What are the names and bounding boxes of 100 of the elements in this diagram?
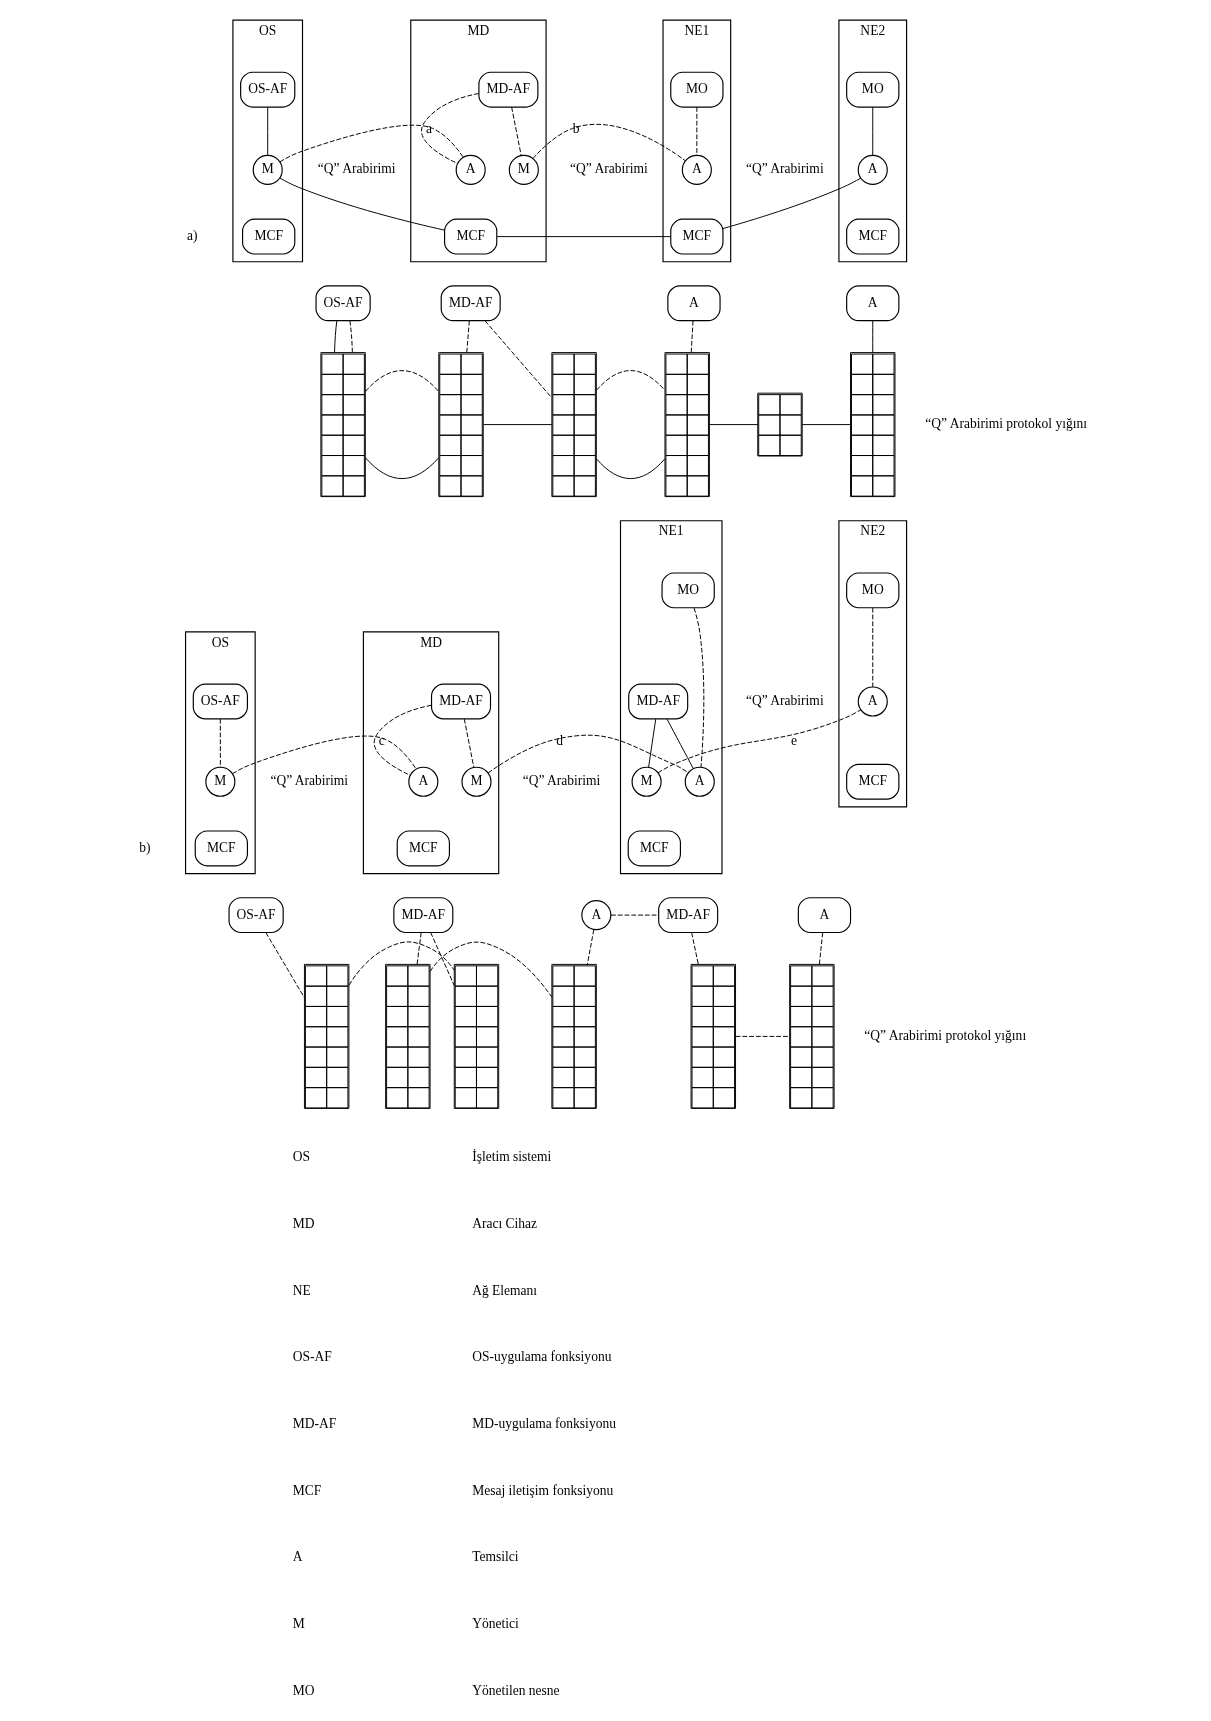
- node-box: A: [797, 897, 851, 934]
- node-box: MD-AF: [477, 71, 538, 108]
- label: OS-uygulama fonksiyonu: [471, 1349, 611, 1365]
- label: Mesaj iletişim fonksiyonu: [471, 1482, 613, 1498]
- connector: [219, 718, 221, 768]
- node-box: MCF: [627, 830, 681, 867]
- node-box: MD-AF: [657, 897, 718, 934]
- node-circle: M: [508, 154, 539, 185]
- label: OS: [292, 1149, 310, 1165]
- label: OS-AF: [292, 1349, 332, 1365]
- connector: [278, 124, 464, 163]
- label: b): [138, 839, 151, 855]
- node-circle: M: [204, 766, 235, 797]
- connector: [487, 734, 689, 774]
- label: Aracı Cihaz: [471, 1215, 537, 1231]
- label: Ağ Elemanı: [471, 1282, 537, 1298]
- label: “Q” Arabirimi: [745, 693, 824, 709]
- connector: [510, 106, 522, 156]
- connector: [693, 607, 704, 768]
- connector: [595, 458, 665, 480]
- connector: [721, 177, 861, 230]
- node-box: MCF: [669, 218, 724, 255]
- node-box: MO: [660, 572, 715, 609]
- node-circle: A: [684, 766, 715, 797]
- label: “Q” Arabirimi: [522, 773, 600, 789]
- connector: [278, 177, 445, 231]
- node-box: MD-AF: [392, 897, 453, 934]
- connector: [484, 320, 552, 398]
- node-box: MD-AF: [627, 683, 688, 720]
- node-box: MO: [669, 71, 724, 108]
- connector: [364, 457, 439, 480]
- connector: [871, 320, 873, 353]
- connector: [482, 424, 552, 426]
- connector: [871, 607, 873, 688]
- node-box: OS-AF: [227, 897, 284, 934]
- connector: [690, 320, 693, 353]
- label: MD-uygulama fonksiyonu: [471, 1416, 616, 1432]
- edge-label: d: [555, 733, 563, 749]
- node-box: MCF: [194, 830, 248, 867]
- connector: [429, 941, 552, 998]
- label: MD-AF: [292, 1416, 336, 1432]
- label: “Q” Arabirimi: [569, 161, 648, 177]
- label: NE: [292, 1282, 311, 1298]
- connector: [647, 718, 656, 768]
- node-circle: M: [252, 154, 283, 185]
- node-box: A: [845, 285, 899, 322]
- node-box: MCF: [845, 218, 899, 255]
- node-box: OS-AF: [314, 285, 371, 322]
- connector: [531, 123, 686, 162]
- node-box: MD-AF: [440, 285, 501, 322]
- node-box: OS-AF: [239, 71, 295, 108]
- connector: [690, 932, 699, 965]
- label: MO: [292, 1682, 315, 1698]
- connector: [818, 932, 823, 965]
- connector: [348, 941, 455, 986]
- connector: [266, 106, 268, 156]
- connector: [333, 320, 337, 353]
- edge-label: b: [572, 121, 579, 137]
- label: “Q” Arabirimi: [317, 161, 395, 177]
- label: MD: [292, 1215, 315, 1231]
- connector: [348, 320, 353, 353]
- label: “Q” Arabirimi: [269, 773, 348, 789]
- node-circle: A: [681, 154, 712, 185]
- connector: [801, 424, 851, 426]
- connector: [364, 370, 439, 392]
- edge-label: e: [790, 733, 797, 749]
- label: İşletim sistemi: [471, 1149, 551, 1165]
- node-circle: A: [857, 154, 888, 185]
- label: MCF: [292, 1482, 321, 1498]
- connector: [871, 106, 873, 156]
- connector: [666, 718, 694, 769]
- connector: [429, 932, 455, 986]
- node-box: MCF: [443, 218, 497, 255]
- connector: [586, 929, 594, 965]
- connector: [463, 718, 474, 768]
- node-circle: A: [455, 154, 486, 185]
- connector: [373, 704, 432, 776]
- edge-label: c: [378, 733, 385, 749]
- label: a): [186, 228, 198, 244]
- connector: [231, 735, 417, 775]
- label: “Q” Arabirimi protokol yığını: [863, 1027, 1026, 1043]
- connector: [695, 106, 697, 156]
- node-box: MD-AF: [430, 683, 491, 720]
- label: Yönetici: [471, 1616, 519, 1632]
- node-box: MCF: [396, 830, 450, 867]
- label: Yönetilen nesne: [471, 1682, 560, 1698]
- node-circle: A: [580, 900, 611, 931]
- connector: [420, 93, 479, 164]
- label: Temsilci: [471, 1549, 518, 1565]
- edge-label: a: [425, 121, 432, 137]
- label: M: [292, 1616, 305, 1632]
- label: “Q” Arabirimi: [745, 161, 824, 177]
- connector: [708, 424, 758, 426]
- node-box: OS-AF: [192, 683, 248, 720]
- connector: [657, 709, 861, 774]
- node-box: MCF: [241, 218, 295, 255]
- node-box: MCF: [845, 763, 899, 800]
- label: A: [292, 1549, 303, 1565]
- connector: [734, 1035, 790, 1037]
- node-box: MO: [845, 572, 899, 609]
